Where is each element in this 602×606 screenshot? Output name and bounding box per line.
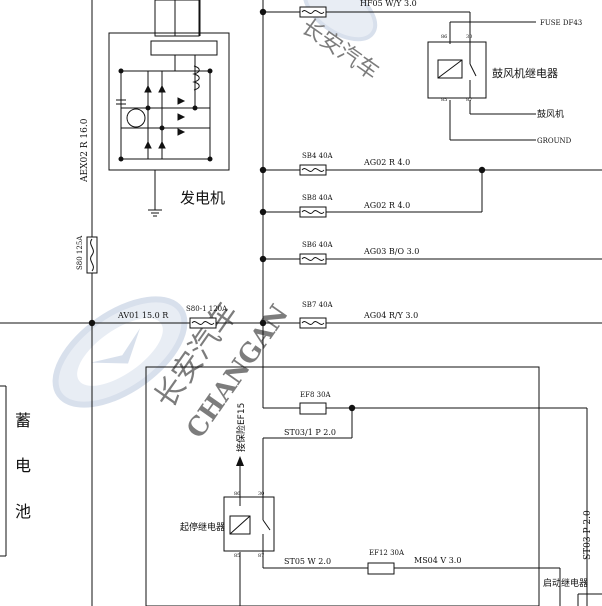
label-s80-1: S80-1 120A	[186, 305, 228, 313]
label-sb4: SB4 40A	[302, 152, 334, 160]
label-battery-1: 蓄	[15, 411, 31, 430]
label-ef8: EF8 30A	[300, 391, 332, 399]
label-fuse-df43: FUSE DF43	[540, 19, 582, 27]
pin-87-a: 87	[466, 97, 472, 103]
label-ag04: AG04 R/Y 3.0	[363, 311, 418, 320]
fuses	[86, 6, 395, 575]
label-starter-stop-relay: 起停继电器	[180, 521, 225, 533]
blower-relay-symbol	[427, 41, 487, 99]
labels: HF05 W/Y 3.0 FUSE DF43 鼓风机继电器 鼓风机 GROUND…	[15, 0, 593, 589]
label-sb6: SB6 40A	[302, 241, 334, 249]
label-ag02-b: AG02 R 4.0	[363, 201, 410, 210]
label-top-wire: HF05 W/Y 3.0	[360, 0, 417, 8]
watermark: 长安汽车 CHANGAN 长安汽车	[52, 0, 383, 444]
label-blower: 鼓风机	[537, 108, 564, 120]
fuse-ef12	[367, 562, 395, 575]
label-sb8: SB8 40A	[302, 194, 334, 202]
pin-86-b: 86	[234, 491, 240, 497]
fuse-sb6	[299, 253, 327, 265]
starter-stop-relay-symbol	[223, 496, 275, 552]
pin-30-b: 30	[258, 491, 264, 497]
label-ms04: MS04 V 3.0	[414, 556, 461, 565]
fuse-s80-1	[189, 317, 217, 329]
label-battery-3: 池	[15, 502, 31, 521]
alternator-symbol	[108, 0, 230, 171]
label-st03-1: ST03/1 P 2.0	[284, 428, 336, 437]
label-st03-vert: ST03 P 2.0	[583, 510, 593, 560]
label-battery-2: 电	[15, 456, 31, 475]
fuse-s80	[86, 236, 98, 274]
fuse-ef8	[299, 402, 327, 415]
label-av01: AV01 15.0 R	[117, 311, 169, 320]
label-fuse-s80-vert: S80 125A	[76, 235, 84, 270]
pin-85-a: 85	[441, 97, 447, 103]
pin-86-a: 86	[441, 34, 447, 40]
label-ag02-a: AG02 R 4.0	[363, 158, 410, 167]
label-sb7: SB7 40A	[302, 301, 334, 309]
label-main-wire-vert: AEX02 R 16.0	[80, 118, 90, 183]
label-blower-relay: 鼓风机继电器	[492, 66, 558, 80]
fuse-sb8	[299, 206, 327, 218]
pin-85-b: 85	[234, 553, 240, 559]
fuse-sb4	[299, 164, 327, 176]
pin-30-a: 30	[466, 34, 472, 40]
label-start-relay: 启动继电器	[543, 577, 588, 589]
label-to-ef15: 接保险EF15	[235, 403, 247, 452]
label-ag03: AG03 B/O 3.0	[363, 247, 419, 256]
junction-dots	[88, 8, 486, 412]
fuse-sb7	[299, 317, 327, 329]
arrow-up-icon	[236, 456, 244, 466]
pin-87-b: 87	[258, 553, 264, 559]
label-ef12: EF12 30A	[369, 549, 405, 557]
label-alternator: 发电机	[180, 189, 225, 207]
label-st05: ST05 W 2.0	[284, 557, 331, 566]
fuse-hf05	[299, 6, 327, 18]
label-ground: GROUND	[537, 137, 572, 145]
